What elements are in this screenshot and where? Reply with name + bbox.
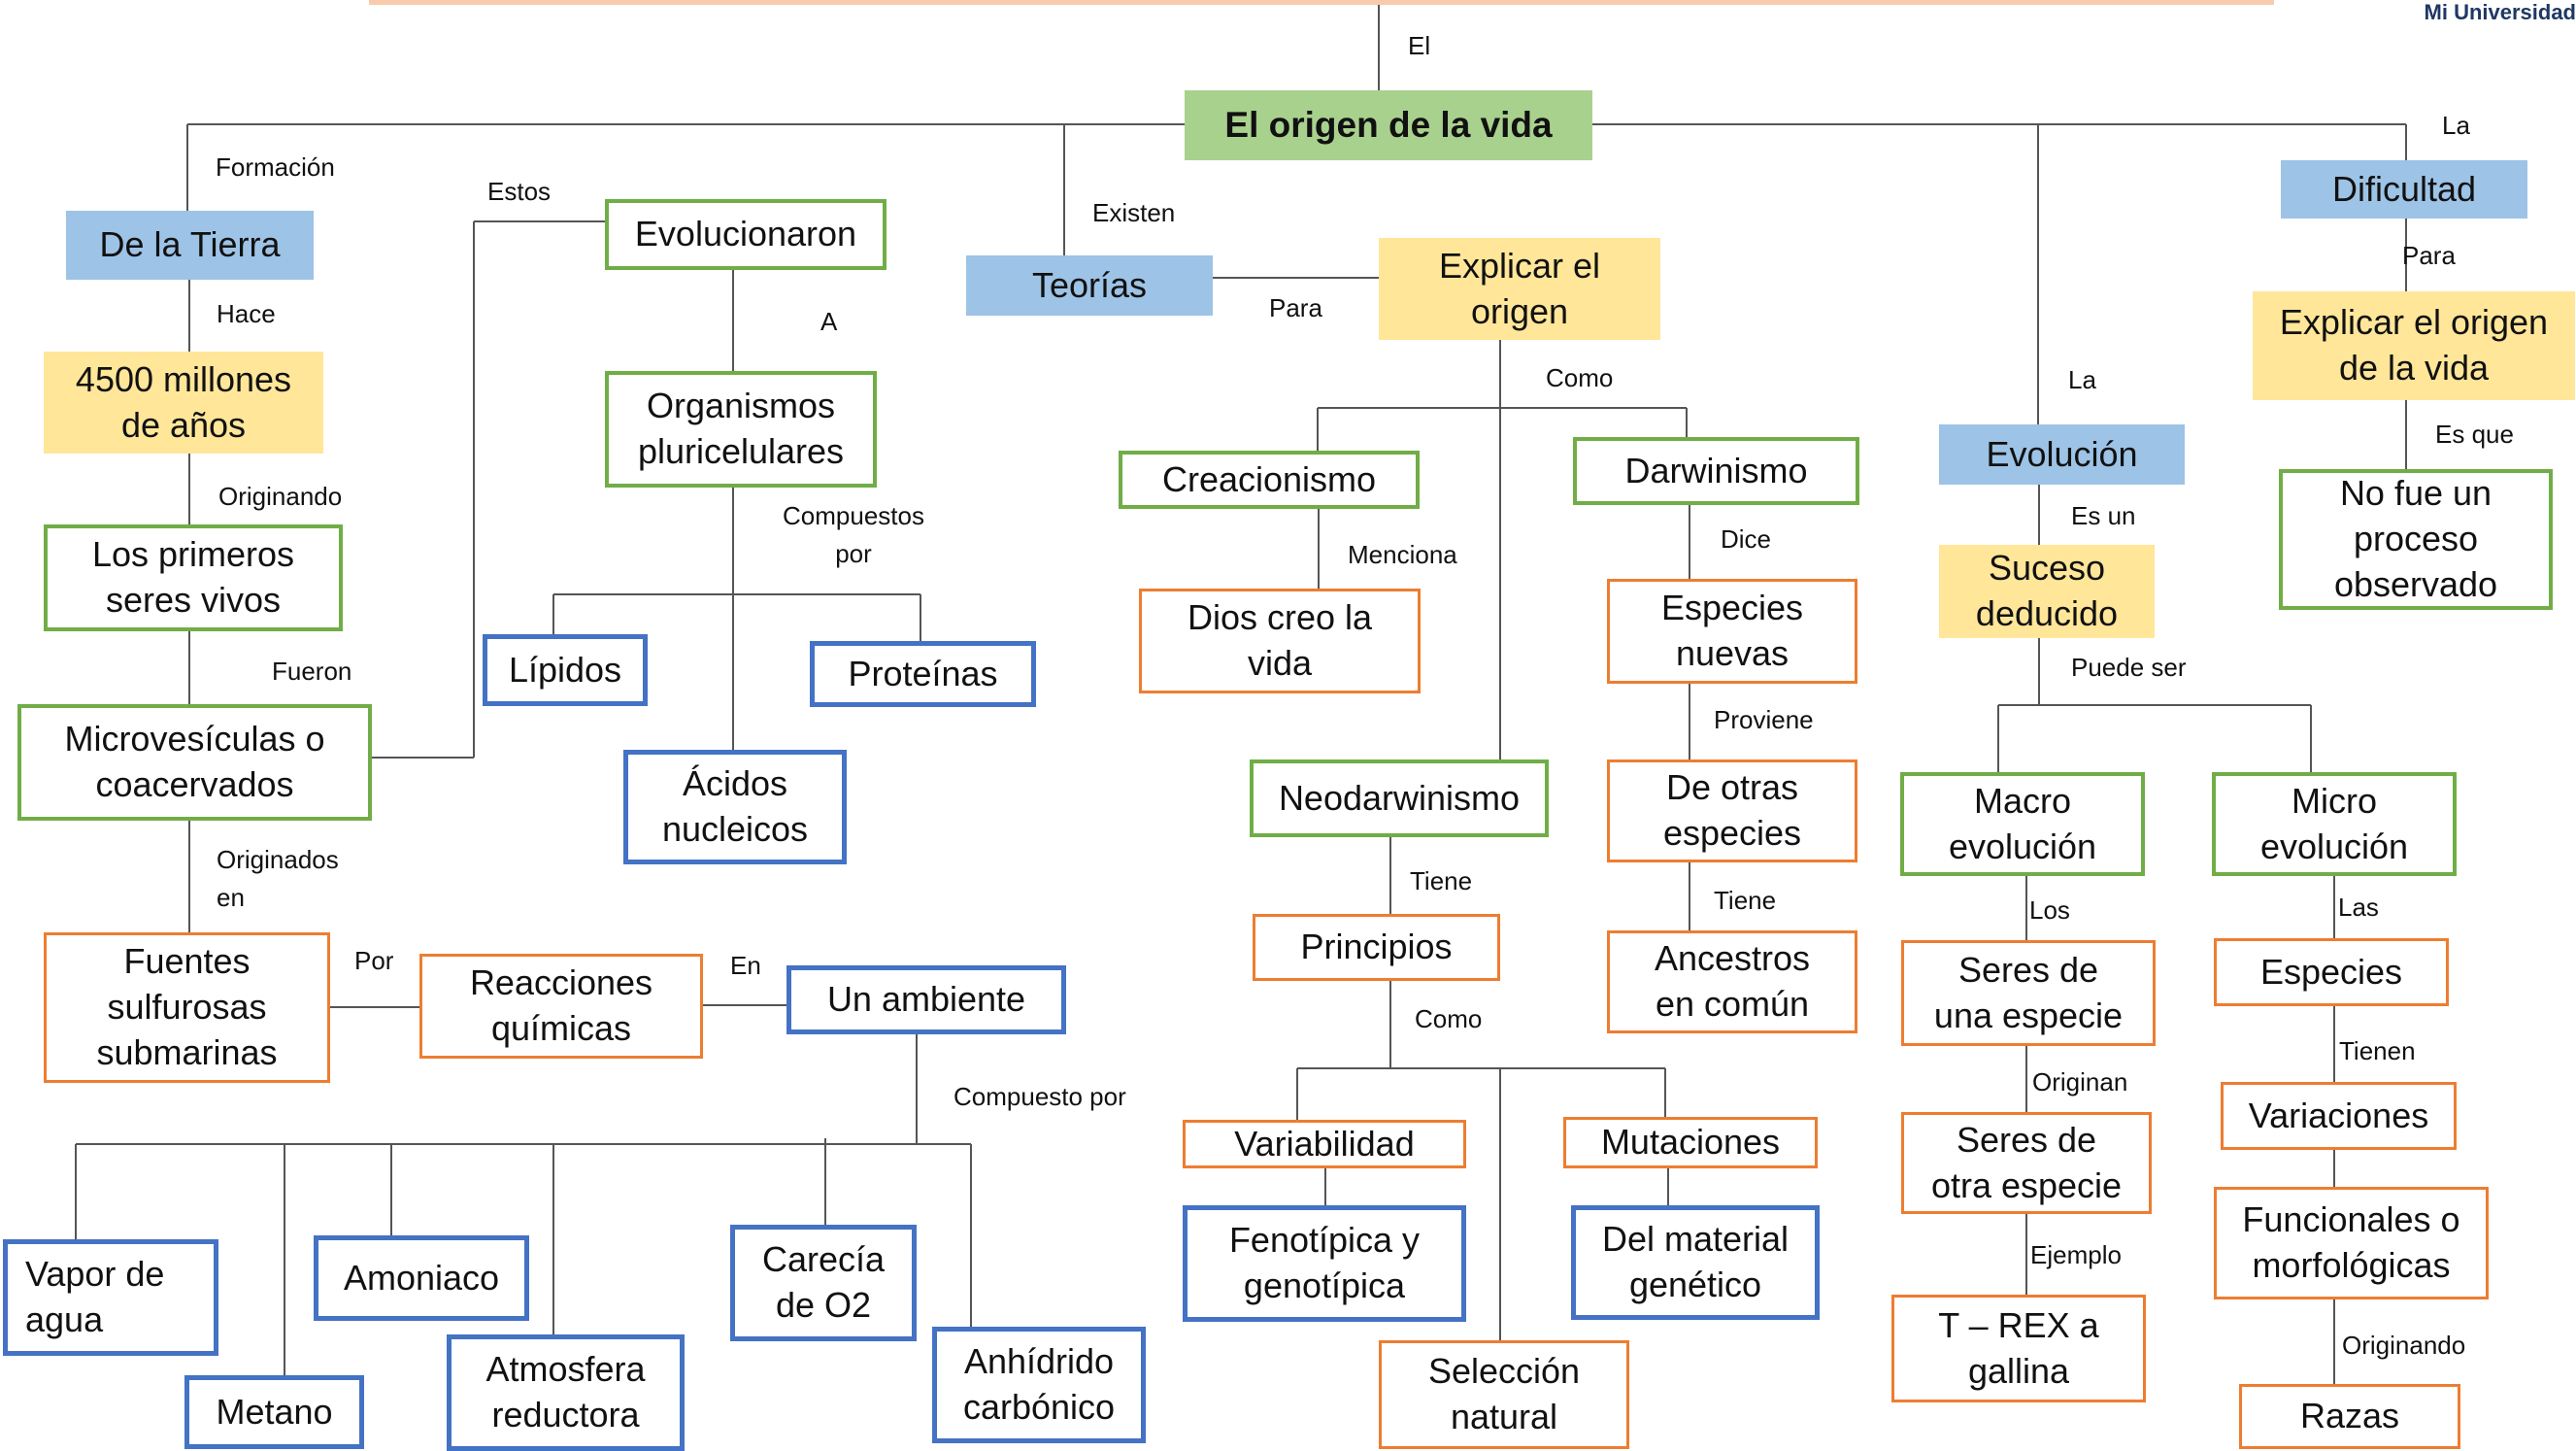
node-mutaciones: Mutaciones bbox=[1563, 1117, 1818, 1168]
label-a: A bbox=[820, 307, 838, 336]
label-compuestos-por: Compuestos por bbox=[783, 501, 924, 568]
node-especies-nuevas: Especies nuevas bbox=[1607, 579, 1857, 684]
label-existen: Existen bbox=[1092, 198, 1176, 227]
node-ancestros-comun: Ancestros en común bbox=[1607, 930, 1857, 1033]
node-anhidrido-carbonico: Anhídrido carbónico bbox=[932, 1327, 1146, 1443]
node-4500-millones: 4500 millones de años bbox=[44, 352, 323, 454]
node-especies: Especies bbox=[2214, 938, 2449, 1006]
label-tienen: Tienen bbox=[2339, 1036, 2416, 1065]
node-seres-otra-especie: Seres de otra especie bbox=[1901, 1112, 2152, 1214]
node-darwinismo: Darwinismo bbox=[1573, 437, 1859, 505]
node-explicar-origen-vida: Explicar el origen de la vida bbox=[2253, 291, 2575, 400]
label-como-1: Como bbox=[1546, 363, 1614, 392]
top-accent-bar bbox=[369, 0, 2274, 5]
university-logo: Mi Universidad bbox=[2424, 0, 2576, 24]
node-suceso-deducido: Suceso deducido bbox=[1939, 545, 2155, 638]
node-micro-evolucion: Micro evolución bbox=[2212, 772, 2457, 876]
label-las: Las bbox=[2338, 893, 2379, 922]
node-seleccion-natural: Selección natural bbox=[1379, 1340, 1629, 1449]
node-lipidos: Lípidos bbox=[483, 634, 648, 706]
node-no-fue-observado: No fue un proceso observado bbox=[2279, 469, 2553, 610]
label-originando-2: Originando bbox=[2342, 1331, 2466, 1360]
node-teorias: Teorías bbox=[966, 255, 1213, 316]
node-neodarwinismo: Neodarwinismo bbox=[1250, 759, 1549, 837]
node-creacionismo: Creacionismo bbox=[1119, 451, 1420, 509]
node-acidos-nucleicos: Ácidos nucleicos bbox=[623, 750, 847, 864]
node-atmosfera-reductora: Atmosfera reductora bbox=[447, 1334, 685, 1451]
node-reacciones-quimicas: Reacciones químicas bbox=[419, 954, 703, 1059]
main-title: El origen de la vida bbox=[1185, 90, 1592, 160]
label-para-2: Para bbox=[2402, 241, 2456, 270]
label-en: En bbox=[730, 951, 761, 980]
label-originando-1: Originando bbox=[218, 482, 343, 511]
label-formacion: Formación bbox=[216, 152, 335, 182]
node-vapor-agua: Vapor de agua bbox=[3, 1239, 218, 1356]
label-menciona: Menciona bbox=[1348, 540, 1457, 569]
node-razas: Razas bbox=[2239, 1384, 2460, 1449]
label-puede-ser: Puede ser bbox=[2071, 653, 2187, 682]
label-tiene-neodarwinismo: Tiene bbox=[1410, 866, 1473, 895]
node-material-genetico: Del material genético bbox=[1571, 1205, 1820, 1320]
node-un-ambiente: Un ambiente bbox=[786, 965, 1066, 1034]
label-estos: Estos bbox=[487, 177, 552, 206]
node-dificultad: Dificultad bbox=[2281, 160, 2527, 219]
node-macro-evolucion: Macro evolución bbox=[1900, 772, 2145, 876]
node-otras-especies: De otras especies bbox=[1607, 759, 1857, 862]
node-fenotipica-genotipica: Fenotípica y genotípica bbox=[1183, 1205, 1466, 1322]
label-originan: Originan bbox=[2032, 1067, 2128, 1097]
label-originados-en: Originados en bbox=[217, 845, 339, 912]
node-principios: Principios bbox=[1253, 914, 1500, 981]
node-fuentes-sulfurosas: Fuentes sulfurosas submarinas bbox=[44, 932, 330, 1083]
label-para-1: Para bbox=[1269, 293, 1322, 322]
node-primeros-seres: Los primeros seres vivos bbox=[44, 524, 343, 631]
label-dice: Dice bbox=[1721, 524, 1772, 554]
node-metano: Metano bbox=[184, 1375, 364, 1449]
label-compuesto-por: Compuesto por bbox=[953, 1082, 1126, 1111]
node-evolucionaron: Evolucionaron bbox=[605, 199, 887, 270]
label-es-que: Es que bbox=[2435, 420, 2514, 449]
node-seres-una-especie: Seres de una especie bbox=[1901, 940, 2156, 1046]
label-la-evolucion: La bbox=[2068, 365, 2096, 394]
label-los: Los bbox=[2029, 895, 2070, 925]
label-proviene: Proviene bbox=[1714, 705, 1814, 734]
node-amoniaco: Amoniaco bbox=[314, 1235, 529, 1321]
node-variabilidad: Variabilidad bbox=[1183, 1120, 1466, 1168]
node-dios-creo-vida: Dios creo la vida bbox=[1139, 589, 1421, 693]
node-proteinas: Proteínas bbox=[810, 641, 1036, 707]
label-como-2: Como bbox=[1415, 1004, 1483, 1033]
label-por: Por bbox=[354, 946, 394, 975]
label-tiene-darwinismo: Tiene bbox=[1714, 886, 1777, 915]
label-es-un: Es un bbox=[2071, 501, 2136, 530]
label-el: El bbox=[1408, 31, 1431, 60]
node-evolucion: Evolución bbox=[1939, 424, 2185, 485]
node-organismos-pluricelulares: Organismos pluricelulares bbox=[605, 371, 877, 488]
node-microvesiculas: Microvesículas o coacervados bbox=[17, 704, 372, 821]
node-funcionales-morfologicas: Funcionales o morfológicas bbox=[2214, 1187, 2489, 1299]
label-hace: Hace bbox=[217, 299, 276, 328]
label-ejemplo: Ejemplo bbox=[2030, 1240, 2122, 1269]
label-fueron: Fueron bbox=[272, 657, 352, 686]
node-carecia-o2: Carecía de O2 bbox=[730, 1225, 917, 1341]
node-tierra: De la Tierra bbox=[66, 211, 314, 280]
node-trex-gallina: T – REX a gallina bbox=[1891, 1295, 2146, 1402]
label-la-dificultad: La bbox=[2442, 111, 2470, 140]
node-variaciones: Variaciones bbox=[2221, 1082, 2457, 1150]
node-explicar-origen: Explicar el origen bbox=[1379, 238, 1660, 340]
